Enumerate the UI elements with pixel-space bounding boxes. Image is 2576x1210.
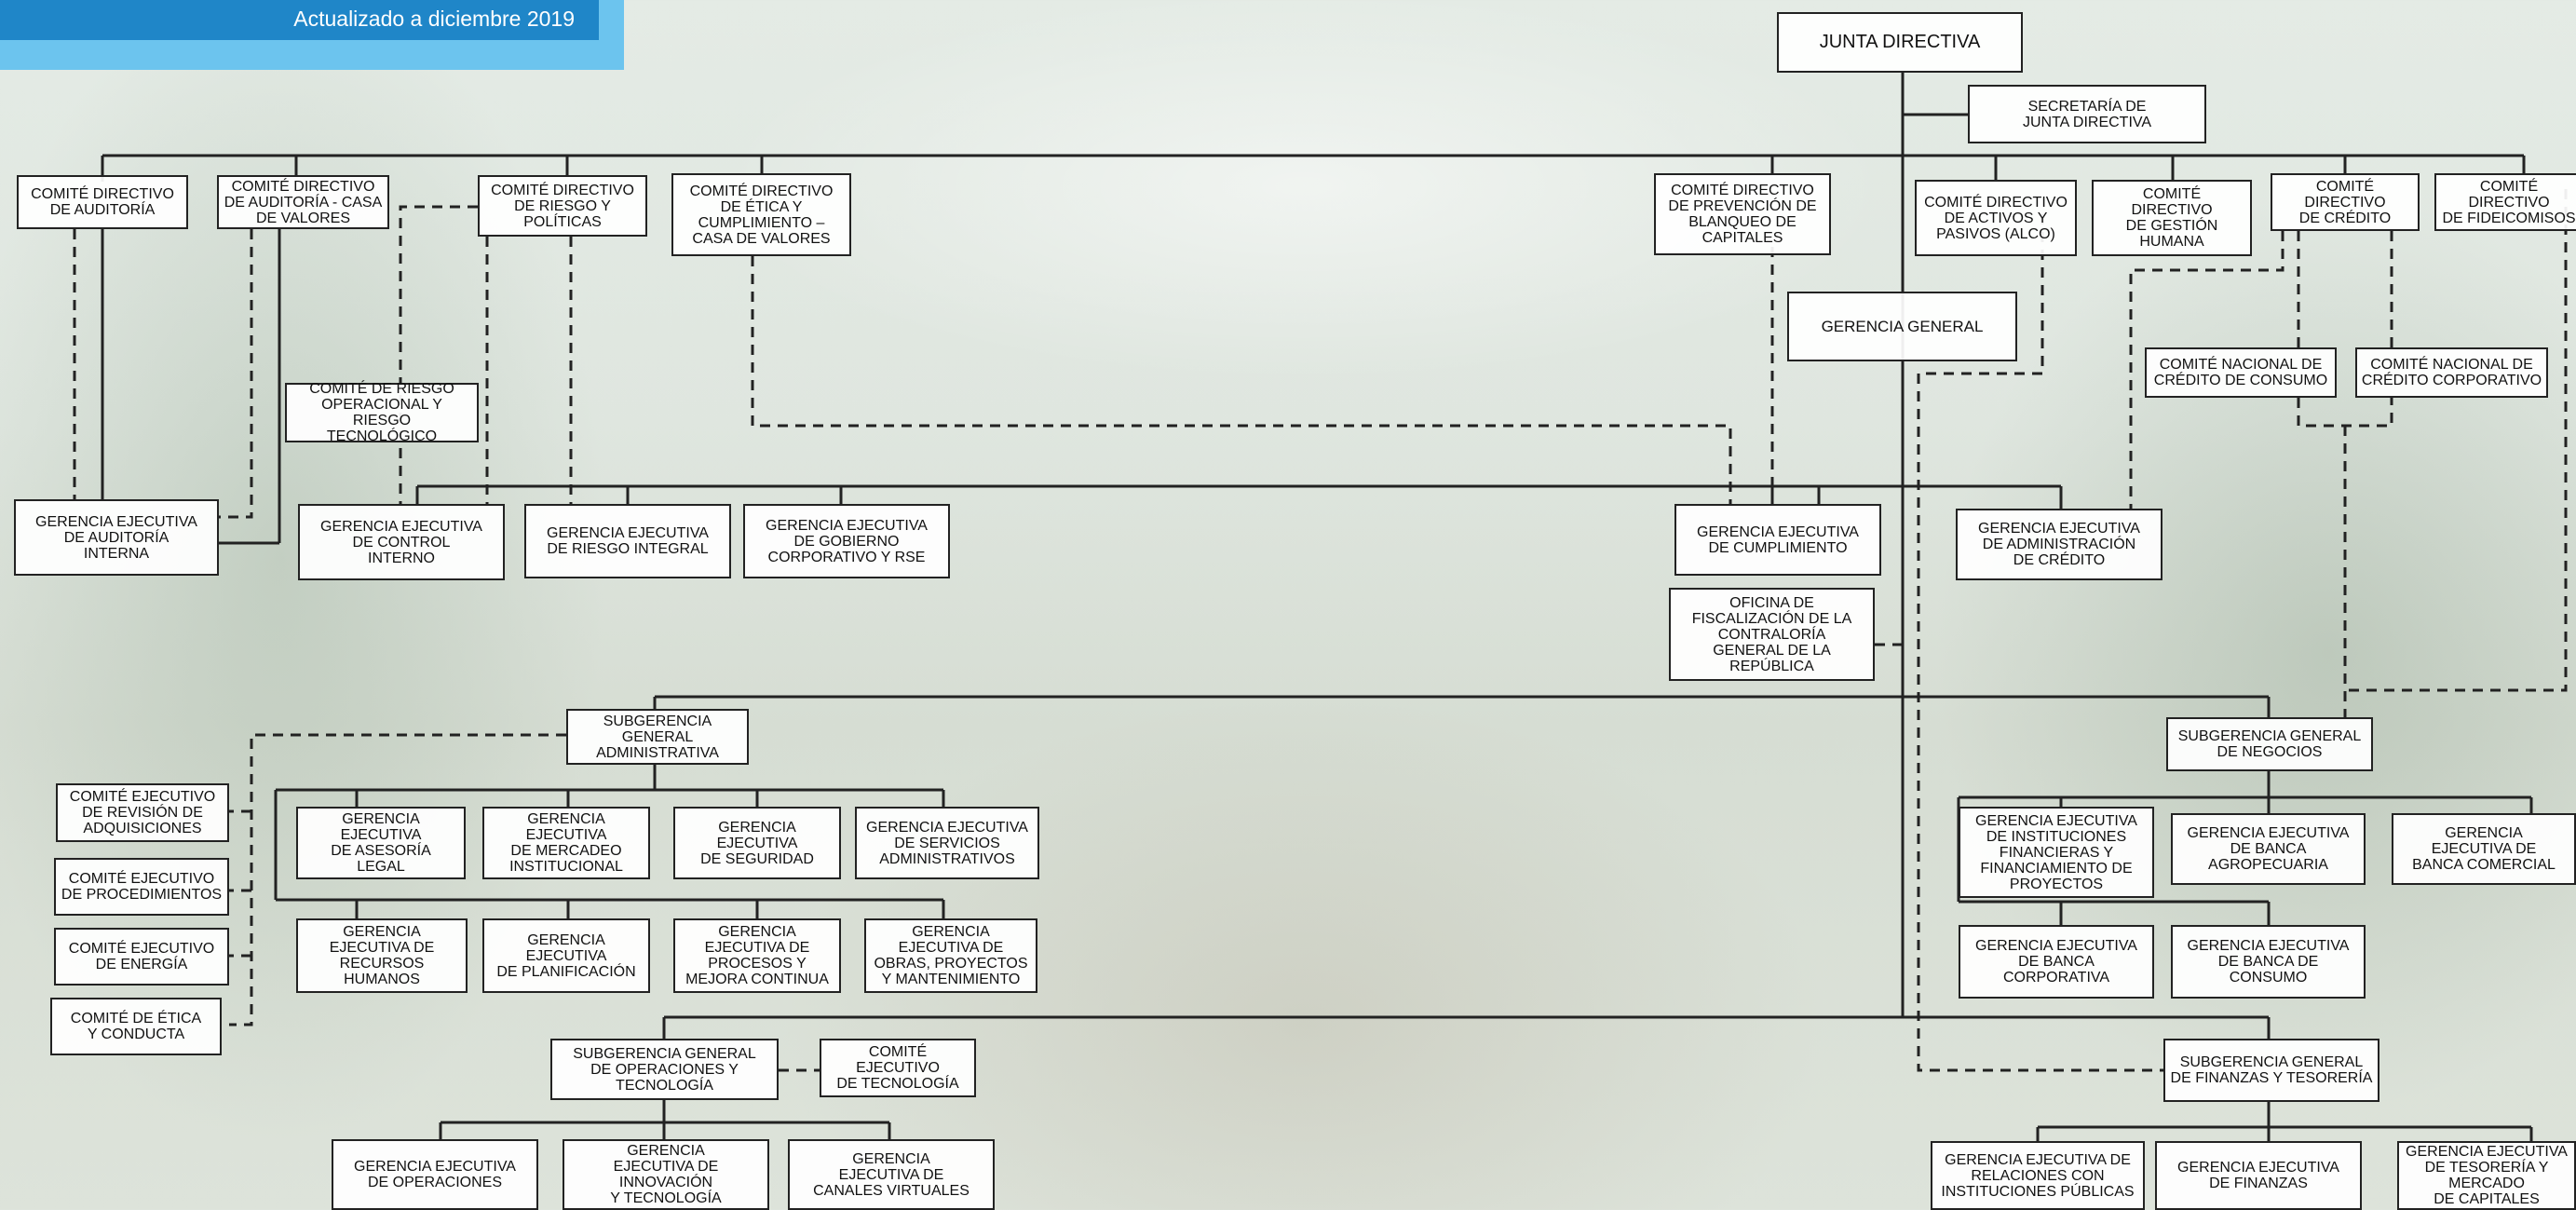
comite-fideicomisos-box: COMITÉ DIRECTIVO DE FIDEICOMISOS <box>2434 173 2576 231</box>
subgerencia-finanzas-box: SUBGERENCIA GENERAL DE FINANZAS Y TESORE… <box>2163 1039 2379 1102</box>
subgerencia-administrativa-box: SUBGERENCIA GENERAL ADMINISTRATIVA <box>566 709 749 765</box>
ce-tecnologia-box: COMITÉ EJECUTIVO DE TECNOLOGÍA <box>820 1039 976 1097</box>
comite-credito-corporativo-box: COMITÉ NACIONAL DE CRÉDITO CORPORATIVO <box>2355 347 2548 398</box>
ge-operaciones-box: GERENCIA EJECUTIVA DE OPERACIONES <box>332 1139 538 1210</box>
secretaria-junta-box: SECRETARÍA DE JUNTA DIRECTIVA <box>1968 85 2206 143</box>
comite-prevencion-box: COMITÉ DIRECTIVO DE PREVENCIÓN DE BLANQU… <box>1654 173 1831 255</box>
update-date-label: Actualizado a diciembre 2019 <box>293 7 575 31</box>
comite-credito-box: COMITÉ DIRECTIVO DE CRÉDITO <box>2271 173 2420 231</box>
update-banner: Actualizado a diciembre 2019 <box>0 0 624 70</box>
ge-banca-corporativa-box: GERENCIA EJECUTIVA DE BANCA CORPORATIVA <box>1959 925 2154 999</box>
ge-seguridad-box: GERENCIA EJECUTIVA DE SEGURIDAD <box>673 807 841 879</box>
ge-administracion-credito-box: GERENCIA EJECUTIVA DE ADMINISTRACIÓN DE … <box>1956 509 2162 580</box>
ce-etica-conducta-box: COMITÉ DE ÉTICA Y CONDUCTA <box>50 998 222 1055</box>
comite-gestion-humana-box: COMITÉ DIRECTIVO DE GESTIÓN HUMANA <box>2092 180 2252 256</box>
ce-adquisiciones-box: COMITÉ EJECUTIVO DE REVISIÓN DE ADQUISIC… <box>56 783 229 842</box>
ge-cumplimiento-box: GERENCIA EJECUTIVA DE CUMPLIMIENTO <box>1674 504 1881 576</box>
ge-control-interno-box: GERENCIA EJECUTIVA DE CONTROL INTERNO <box>298 504 505 580</box>
ge-instituciones-financieras-box: GERENCIA EJECUTIVA DE INSTITUCIONES FINA… <box>1959 807 2154 898</box>
ge-auditoria-interna-box: GERENCIA EJECUTIVA DE AUDITORÍA INTERNA <box>14 499 219 576</box>
ge-tesoreria-box: GERENCIA EJECUTIVA DE TESORERÍA Y MERCAD… <box>2397 1141 2576 1210</box>
ge-banca-agropecuaria-box: GERENCIA EJECUTIVA DE BANCA AGROPECUARIA <box>2171 813 2366 885</box>
ge-banca-consumo-box: GERENCIA EJECUTIVA DE BANCA DE CONSUMO <box>2171 925 2366 999</box>
ge-relaciones-instituciones-box: GERENCIA EJECUTIVA DE RELACIONES CON INS… <box>1931 1141 2145 1210</box>
ge-canales-virtuales-box: GERENCIA EJECUTIVA DE CANALES VIRTUALES <box>788 1139 995 1210</box>
ge-innovacion-tecnologia-box: GERENCIA EJECUTIVA DE INNOVACIÓN Y TECNO… <box>563 1139 769 1210</box>
ce-energia-box: COMITÉ EJECUTIVO DE ENERGÍA <box>54 928 229 986</box>
ge-obras-box: GERENCIA EJECUTIVA DE OBRAS, PROYECTOS Y… <box>864 918 1037 993</box>
update-banner-inner: Actualizado a diciembre 2019 <box>0 0 599 40</box>
subgerencia-negocios-box: SUBGERENCIA GENERAL DE NEGOCIOS <box>2166 717 2373 771</box>
comite-credito-consumo-box: COMITÉ NACIONAL DE CRÉDITO DE CONSUMO <box>2145 347 2337 398</box>
ge-mercadeo-box: GERENCIA EJECUTIVA DE MERCADEO INSTITUCI… <box>482 807 650 879</box>
comite-riesgo-operacional-box: COMITÉ DE RIESGO OPERACIONAL Y RIESGO TE… <box>285 381 479 444</box>
ge-planificacion-box: GERENCIA EJECUTIVA DE PLANIFICACIÓN <box>482 918 650 993</box>
ge-procesos-box: GERENCIA EJECUTIVA DE PROCESOS Y MEJORA … <box>673 918 841 993</box>
ge-gobierno-corporativo-box: GERENCIA EJECUTIVA DE GOBIERNO CORPORATI… <box>743 504 950 578</box>
comite-riesgo-box: COMITÉ DIRECTIVO DE RIESGO Y POLÍTICAS <box>478 175 647 237</box>
subgerencia-operaciones-box: SUBGERENCIA GENERAL DE OPERACIONES Y TEC… <box>550 1039 779 1100</box>
oficina-fiscalizacion-box: OFICINA DE FISCALIZACIÓN DE LA CONTRALOR… <box>1669 588 1875 681</box>
comite-auditoria-casa-box: COMITÉ DIRECTIVO DE AUDITORÍA - CASA DE … <box>217 175 389 229</box>
ce-procedimientos-box: COMITÉ EJECUTIVO DE PROCEDIMIENTOS <box>54 858 229 916</box>
comite-etica-casa-box: COMITÉ DIRECTIVO DE ÉTICA Y CUMPLIMIENTO… <box>671 173 851 256</box>
ge-banca-comercial-box: GERENCIA EJECUTIVA DE BANCA COMERCIAL <box>2392 813 2576 885</box>
comite-auditoria-box: COMITÉ DIRECTIVO DE AUDITORÍA <box>17 175 188 229</box>
junta-directiva-box: JUNTA DIRECTIVA <box>1777 12 2023 73</box>
ge-riesgo-integral-box: GERENCIA EJECUTIVA DE RIESGO INTEGRAL <box>524 504 731 578</box>
ge-recursos-humanos-box: GERENCIA EJECUTIVA DE RECURSOS HUMANOS <box>296 918 468 993</box>
ge-servicios-administrativos-box: GERENCIA EJECUTIVA DE SERVICIOS ADMINIST… <box>855 807 1039 879</box>
gerencia-general-box: GERENCIA GENERAL <box>1787 292 2017 361</box>
ge-finanzas-box: GERENCIA EJECUTIVA DE FINANZAS <box>2155 1141 2362 1210</box>
ge-asesoria-legal-box: GERENCIA EJECUTIVA DE ASESORÍA LEGAL <box>296 807 466 879</box>
comite-alco-box: COMITÉ DIRECTIVO DE ACTIVOS Y PASIVOS (A… <box>1915 180 2077 256</box>
